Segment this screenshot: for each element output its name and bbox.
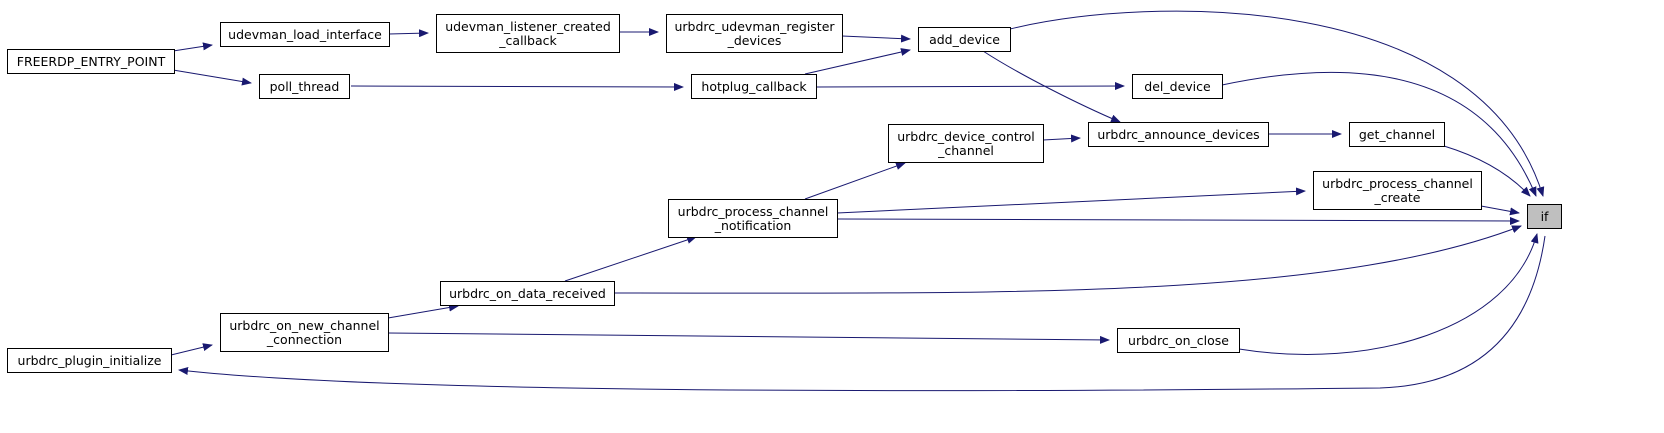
- edge-freerdp-entry-point-to-poll-thread: [172, 69, 252, 86]
- edge-urbdrc-udevman-register-devices-to-add-device: [841, 34, 911, 43]
- node-box-urbdrc-on-data-received[interactable]: [440, 281, 615, 306]
- edge-get-channel-to-if: [1443, 145, 1531, 197]
- edge-urbdrc-on-close-to-if: [1238, 233, 1539, 355]
- node-box-urbdrc-udevman-register-devices[interactable]: [666, 14, 843, 53]
- node-box-urbdrc-device-control-channel[interactable]: [888, 124, 1044, 163]
- edge-urbdrc-on-data-received-to-urbdrc-process-channel-notification: [564, 236, 697, 282]
- edge-add-device-to-urbdrc-announce-devices: [982, 50, 1121, 123]
- edge-del-device-to-if: [1221, 71, 1537, 197]
- edge-udevman-load-interface-to-udevman-listener-created-callback: [388, 29, 429, 38]
- node-box-urbdrc-on-close[interactable]: [1117, 328, 1240, 353]
- node-box-freerdp-entry-point[interactable]: [7, 49, 175, 74]
- node-box-get-channel[interactable]: [1349, 122, 1445, 147]
- edge-freerdp-entry-point-to-udevman-load-interface: [172, 42, 213, 52]
- edge-urbdrc-on-data-received-to-if: [613, 225, 1522, 294]
- edge-urbdrc-process-channel-notification-to-urbdrc-process-channel-create: [836, 187, 1306, 214]
- node-box-urbdrc-announce-devices[interactable]: [1088, 122, 1269, 147]
- edge-urbdrc-process-channel-notification-to-urbdrc-device-control-channel: [804, 162, 906, 200]
- edge-urbdrc-process-channel-create-to-if: [1480, 205, 1520, 216]
- edge-urbdrc-plugin-initialize-to-urbdrc-on-new-channel-connection: [170, 343, 213, 356]
- node-box-urbdrc-process-channel-notification[interactable]: [668, 199, 838, 238]
- edge-add-device-to-if: [1009, 10, 1545, 197]
- node-box-udevman-listener-created-callback[interactable]: [436, 14, 620, 53]
- node-box-urbdrc-plugin-initialize[interactable]: [7, 348, 172, 373]
- nodes-layer: [7, 14, 1562, 373]
- edge-poll-thread-to-hotplug-callback: [350, 82, 684, 91]
- node-box-urbdrc-on-new-channel-connection[interactable]: [220, 313, 389, 352]
- edge-hotplug-callback-to-add-device: [804, 48, 911, 75]
- node-box-urbdrc-process-channel-create[interactable]: [1313, 171, 1482, 210]
- node-box-hotplug-callback[interactable]: [691, 74, 817, 99]
- edge-hotplug-callback-to-del-device: [815, 82, 1125, 91]
- node-box-udevman-load-interface[interactable]: [220, 22, 390, 47]
- edge-urbdrc-on-new-channel-connection-to-urbdrc-on-data-received: [387, 303, 459, 319]
- node-box-add-device[interactable]: [918, 27, 1011, 52]
- edge-if-to-urbdrc-plugin-initialize: [178, 235, 1546, 392]
- edges-layer: [170, 10, 1546, 392]
- edge-urbdrc-device-control-channel-to-urbdrc-announce-devices: [1042, 134, 1081, 143]
- edge-urbdrc-process-channel-notification-to-if: [836, 216, 1520, 225]
- edge-urbdrc-on-new-channel-connection-to-urbdrc-on-close: [387, 332, 1110, 344]
- node-box-poll-thread[interactable]: [259, 74, 350, 99]
- node-box-if[interactable]: [1527, 204, 1562, 229]
- node-box-del-device[interactable]: [1132, 74, 1223, 99]
